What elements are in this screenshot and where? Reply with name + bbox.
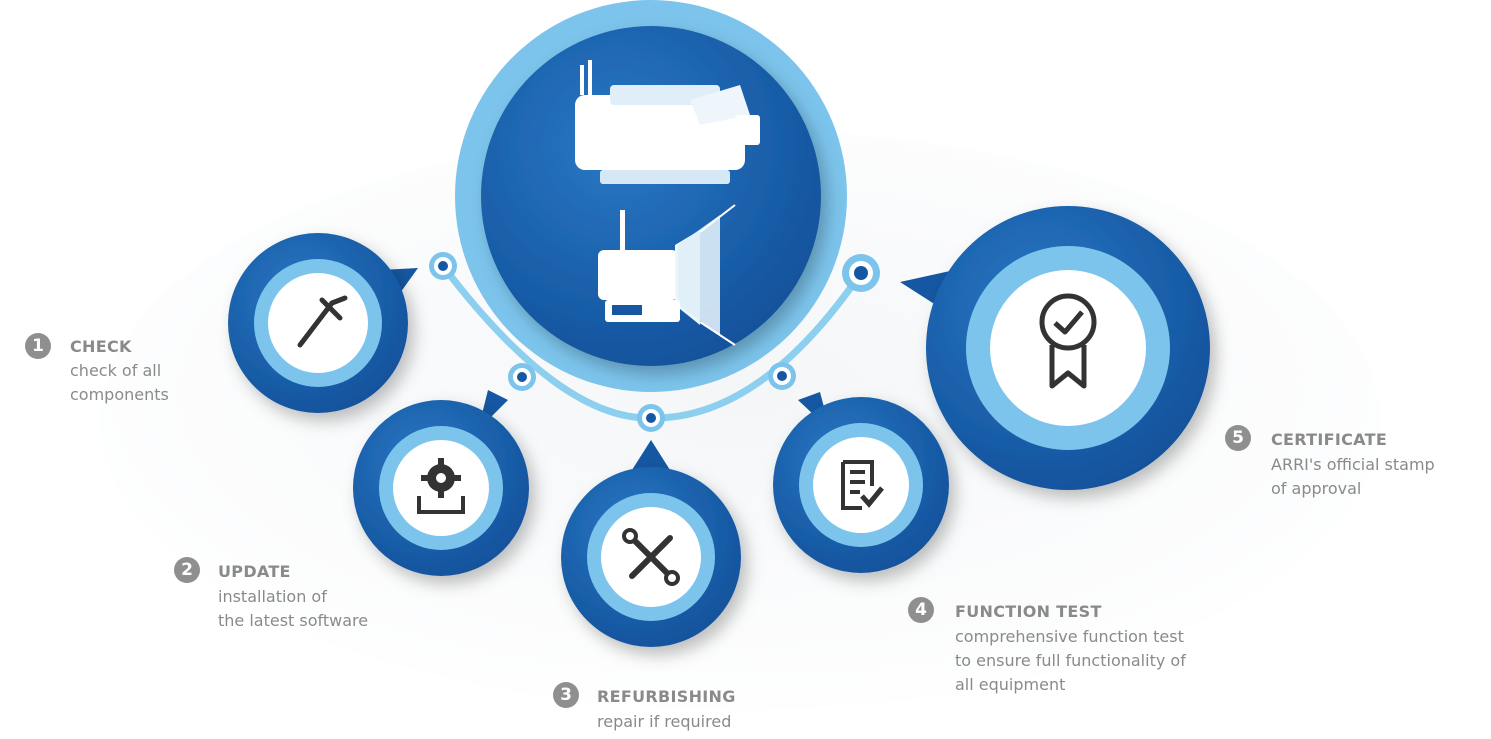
connector-dot bbox=[842, 254, 880, 292]
wrench-screwdriver-icon bbox=[622, 528, 680, 586]
connector-dot bbox=[637, 404, 665, 432]
center-node bbox=[455, 0, 847, 392]
step-4-badge: 4 bbox=[908, 597, 934, 623]
step-4-desc-line2: to ensure full functionality of bbox=[955, 651, 1186, 670]
light-fixture-icon bbox=[598, 204, 736, 346]
connector-dot bbox=[768, 362, 796, 390]
step-4-title: FUNCTION TEST bbox=[955, 602, 1102, 621]
step-2-title: UPDATE bbox=[218, 562, 291, 581]
step-5-badge: 5 bbox=[1225, 425, 1251, 451]
checklist-icon bbox=[841, 460, 884, 510]
camera-icon bbox=[575, 60, 760, 184]
step-1-badge: 1 bbox=[25, 333, 51, 359]
step-5-desc-line1: ARRI's official stamp bbox=[1271, 455, 1435, 474]
step-2-desc-line2: the latest software bbox=[218, 611, 369, 630]
step-5-desc-line2: of approval bbox=[1271, 479, 1362, 498]
gear-download-icon bbox=[417, 458, 465, 514]
connector-dot bbox=[508, 363, 536, 391]
step-5-title: CERTIFICATE bbox=[1271, 430, 1388, 449]
caliper-icon bbox=[297, 295, 348, 348]
step-3-title: REFURBISHING bbox=[597, 687, 736, 706]
connector-dots bbox=[429, 252, 880, 432]
step-2-badge: 2 bbox=[174, 557, 200, 583]
step-3-node bbox=[561, 440, 741, 647]
step-2-desc-line1: installation of bbox=[218, 587, 327, 606]
step-5-node bbox=[900, 206, 1210, 490]
step-4-desc-line3: all equipment bbox=[955, 675, 1066, 694]
step-3-badge: 3 bbox=[553, 682, 579, 708]
connector-dot bbox=[429, 252, 457, 280]
award-icon bbox=[1039, 293, 1097, 389]
step-2-node bbox=[353, 390, 529, 576]
step-1-desc-line1: check of all bbox=[70, 361, 162, 380]
step-3-desc-line1: repair if required bbox=[597, 712, 732, 731]
step-1-desc-line2: components bbox=[70, 385, 169, 404]
step-4-desc-line1: comprehensive function test bbox=[955, 627, 1184, 646]
step-1-title: CHECK bbox=[70, 337, 132, 356]
step-1-node bbox=[228, 233, 418, 413]
step-4-node bbox=[773, 392, 949, 573]
